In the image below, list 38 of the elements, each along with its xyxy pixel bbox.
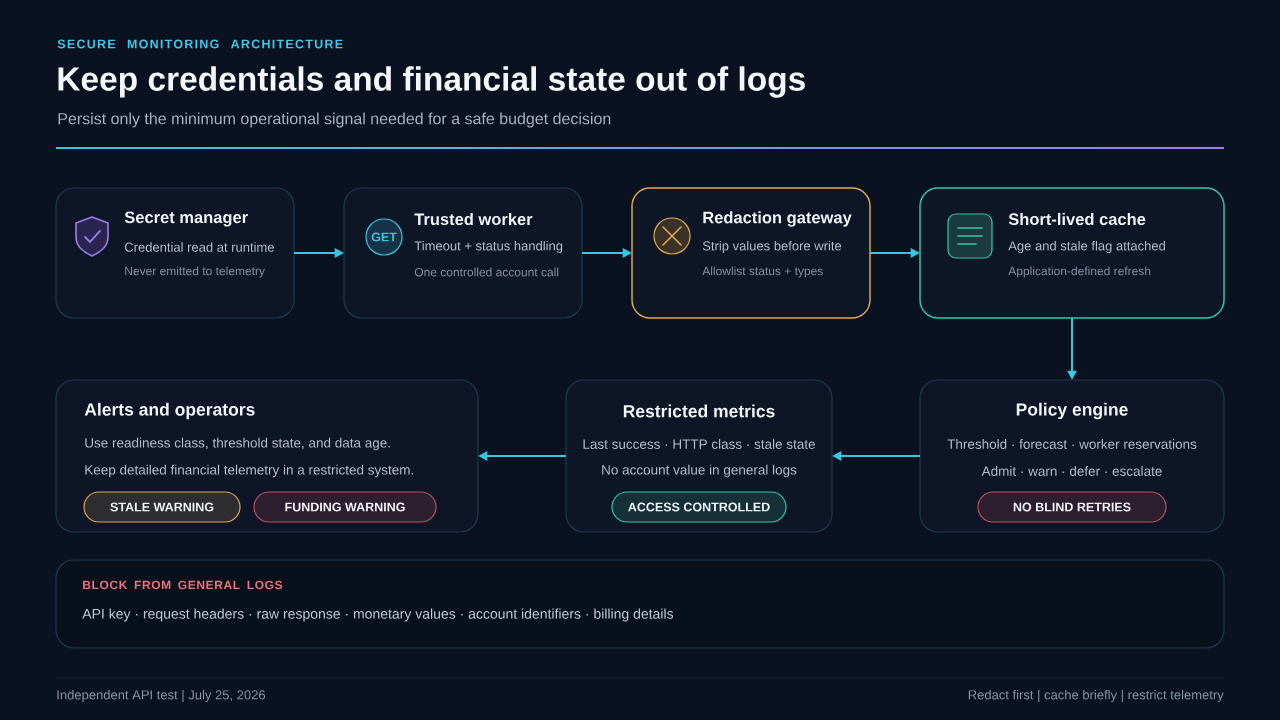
heading: Restricted metrics: [623, 404, 775, 418]
status-pill: FUNDING WARNING: [253, 491, 437, 523]
description: Admit · warn · defer · escalate: [981, 466, 1162, 476]
note: Never emitted to telemetry: [125, 266, 265, 278]
description: Keep detailed financial telemetry in a restricted system.: [85, 464, 413, 478]
process-box: [343, 187, 583, 319]
method-badge: GET: [365, 218, 403, 256]
status-pill: STALE WARNING: [83, 491, 241, 523]
panel-heading: BLOCK FROM GENERAL LOGS: [83, 580, 283, 590]
description: Threshold · forecast · worker reservations: [947, 439, 1197, 449]
note: Allowlist status + types: [702, 266, 823, 278]
note: Application-defined refresh: [1008, 266, 1151, 278]
status-pill: NO BLIND RETRIES: [977, 491, 1167, 523]
description: Last success · HTTP class · stale state: [583, 439, 815, 449]
description: Age and stale flag attached: [1008, 240, 1165, 254]
subtitle: Persist only the minimum operational signal needed for a safe budget decision: [58, 112, 611, 128]
footer-text: Redact first | cache briefly | restrict telemetry: [968, 689, 1224, 703]
kicker: SECURE MONITORING ARCHITECTURE: [57, 39, 343, 49]
heading: Short-lived cache: [1008, 212, 1146, 226]
description: Credential read at runtime: [124, 242, 274, 252]
heading: Policy engine: [1016, 402, 1128, 420]
item-list: API key · request headers · raw response · monetary values · account identifiers · billing details: [82, 608, 674, 622]
heading: Redaction gateway: [703, 211, 852, 227]
footer-text: Independent API test | July 25, 2026: [57, 689, 266, 703]
description: Strip values before write: [702, 240, 842, 254]
process-box: [55, 187, 295, 319]
title: Keep credentials and financial state out of logs: [58, 66, 805, 98]
process-box: [919, 187, 1225, 319]
description: Use readiness class, threshold state, and data age.: [85, 437, 390, 451]
heading: Alerts and operators: [84, 402, 255, 420]
heading: Secret manager: [124, 211, 248, 227]
description: Timeout + status handling: [414, 240, 563, 254]
process-box: [631, 187, 871, 319]
description: No account value in general logs: [602, 464, 797, 478]
note: One controlled account call: [414, 267, 559, 277]
warning-panel: [55, 559, 1225, 649]
status-pill: ACCESS CONTROLLED: [611, 491, 787, 523]
heading: Trusted worker: [414, 212, 533, 226]
